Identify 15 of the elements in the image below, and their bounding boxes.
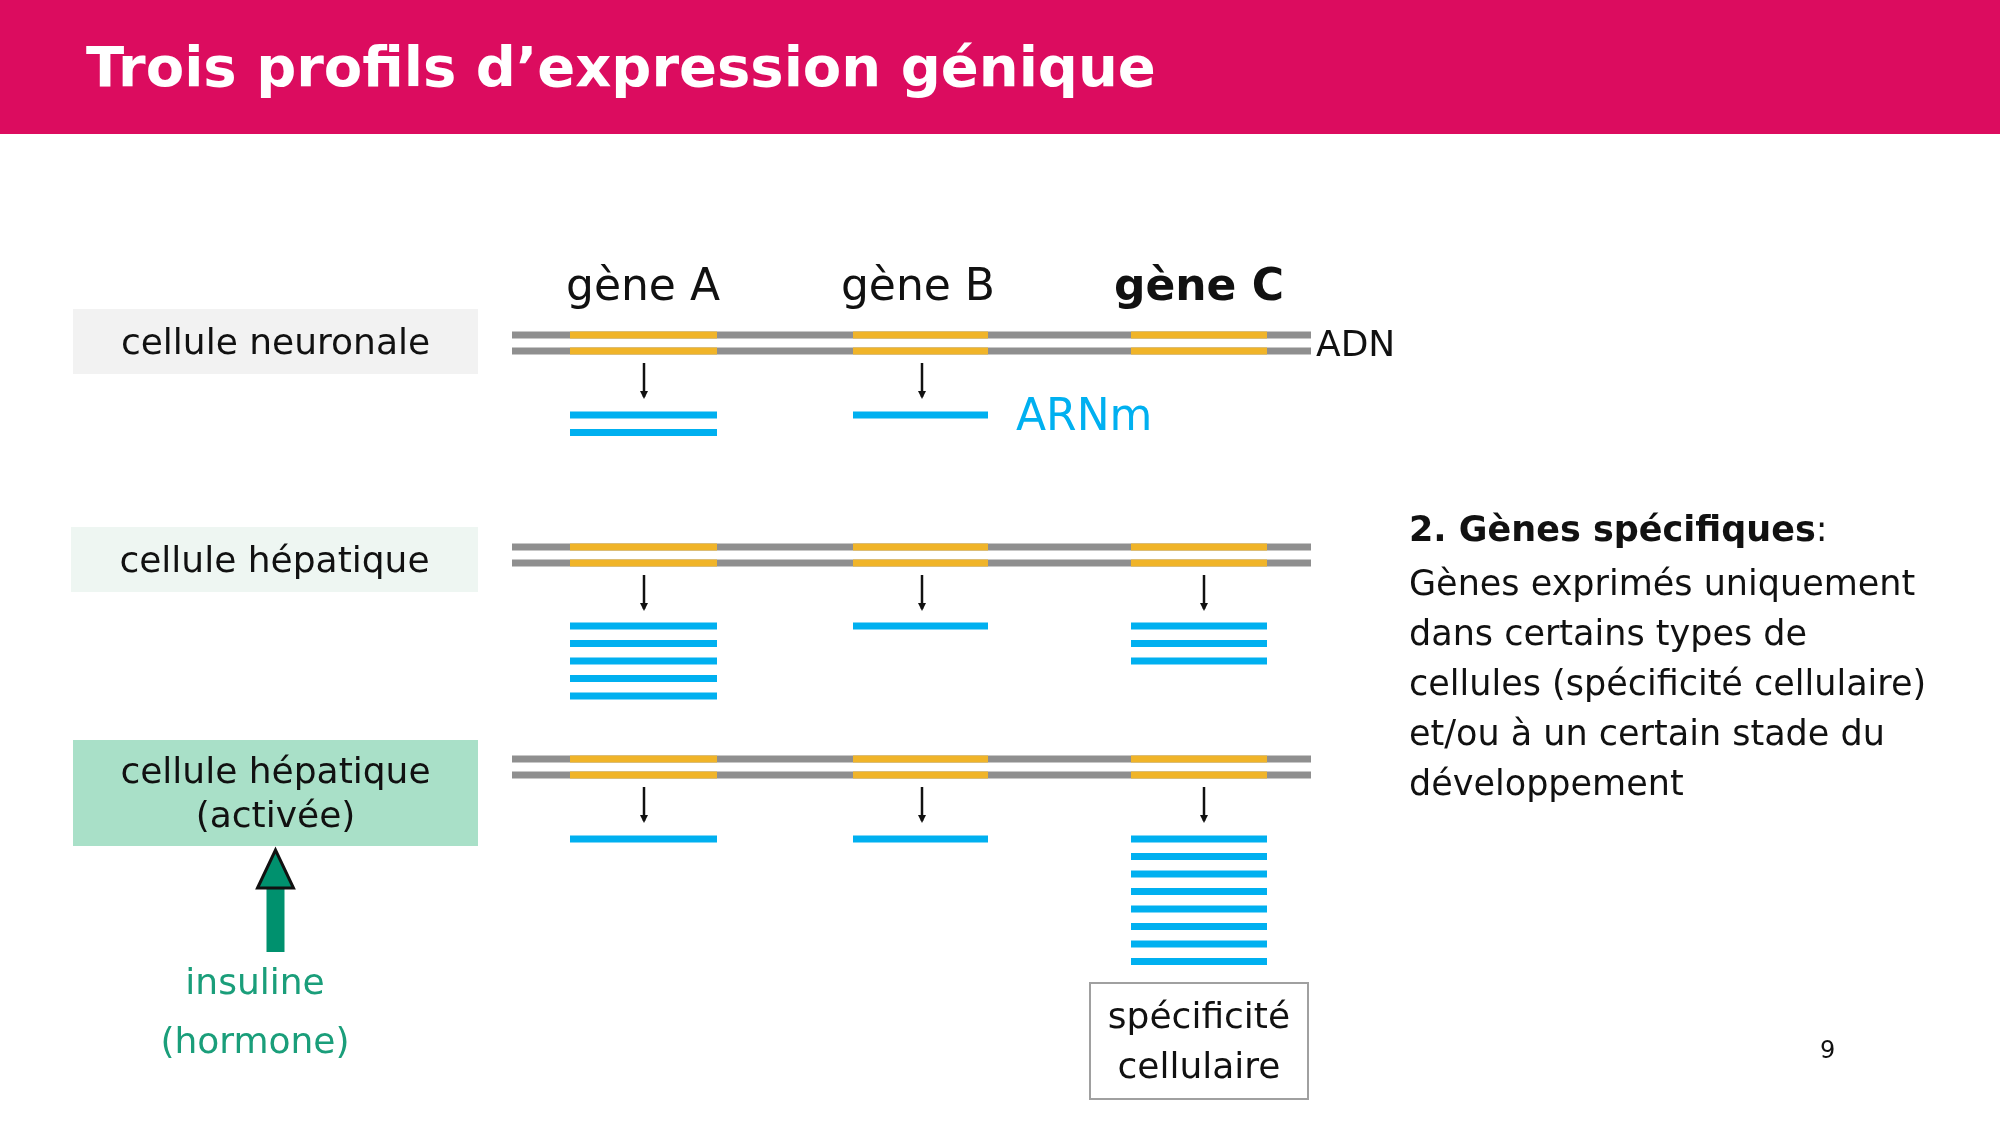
section-heading: 2. Gènes spécifiques:: [1409, 508, 1828, 550]
hormone-label: insuline (hormone): [120, 952, 390, 1070]
mrna-label: ARNm: [1016, 388, 1153, 441]
cell-type-label: cellule hépatique (activée): [73, 740, 478, 846]
slide-title: Trois profils d’expression génique: [86, 34, 1156, 100]
gene-label: gène B: [840, 258, 996, 311]
gene-label: gène A: [566, 258, 720, 311]
arrow: [256, 848, 295, 952]
callout-box: spécificité cellulaire: [1089, 982, 1309, 1100]
cell-type-label: cellule neuronale: [73, 309, 478, 374]
cell-type-label: cellule hépatique: [71, 527, 478, 592]
body-text: Gènes exprimés uniquement dans certains types de cellules (spécificité cellulaire) et/ou à un certain stade du développement: [1409, 562, 1928, 805]
dna-label: ADN: [1316, 322, 1396, 365]
gene-label: gène C: [1113, 258, 1285, 311]
page-number: 9: [1820, 1036, 1836, 1065]
